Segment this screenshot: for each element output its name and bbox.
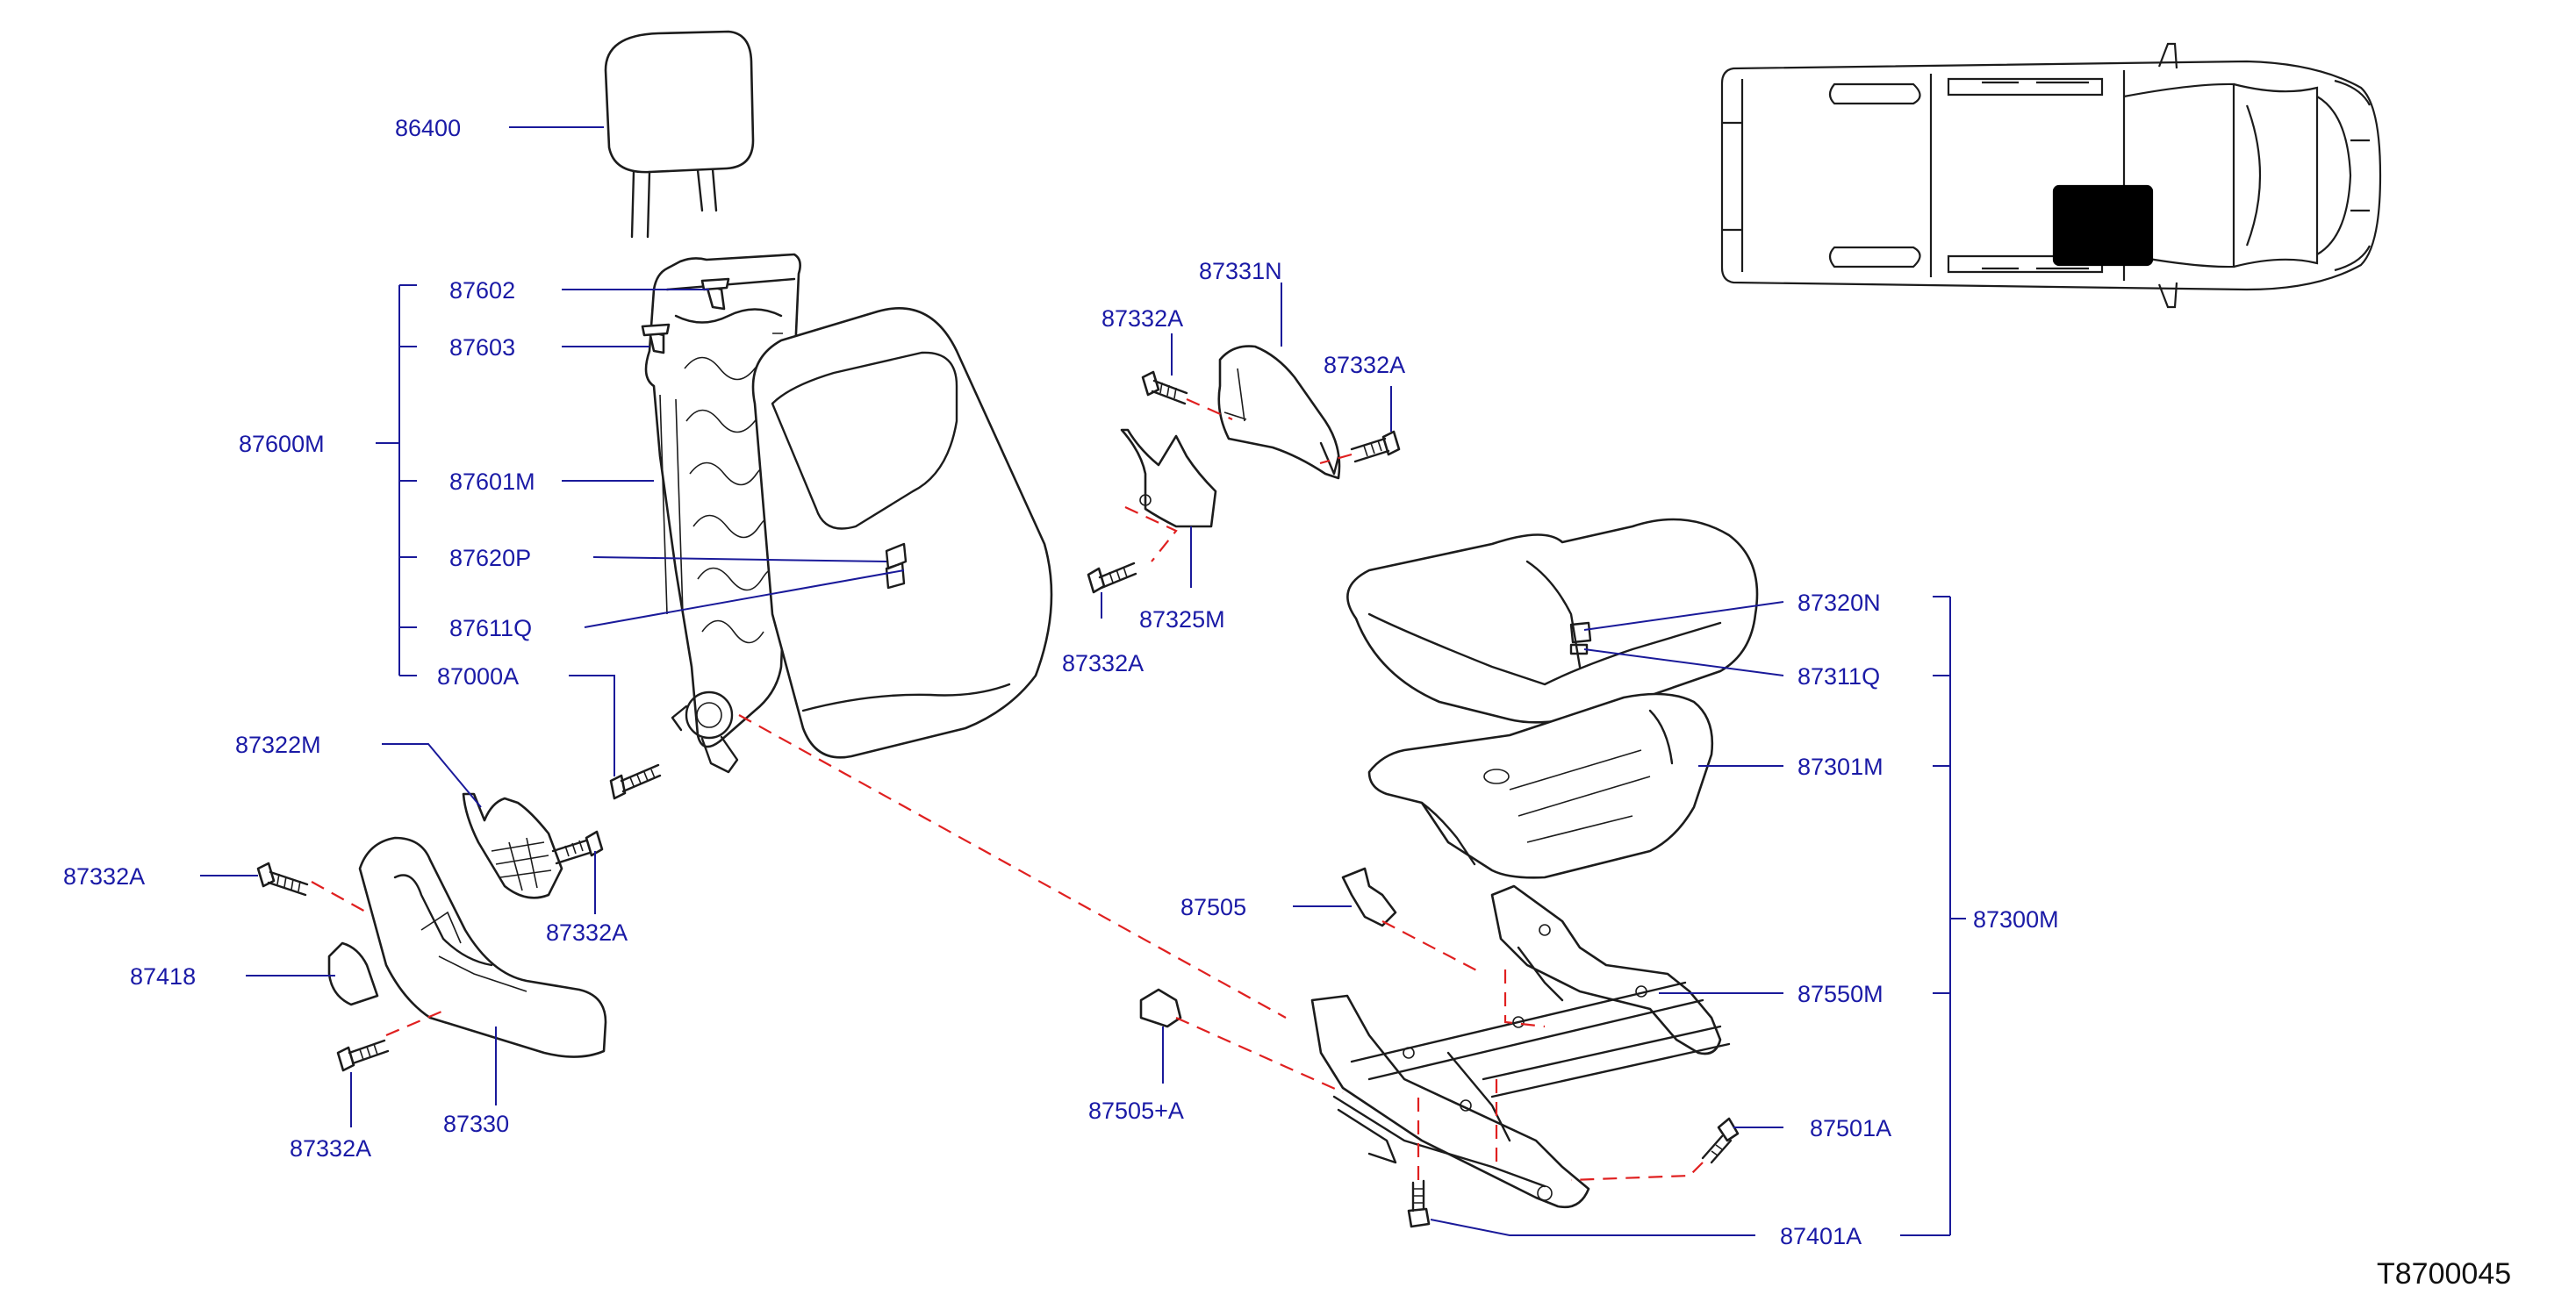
label-87332A-left: 87332A — [63, 863, 145, 890]
label-87311Q: 87311Q — [1797, 663, 1880, 690]
bolt-87332A-center-c — [1087, 562, 1137, 594]
vehicle-locator — [1720, 42, 2382, 309]
label-87602: 87602 — [449, 277, 515, 304]
cover-87322M — [462, 792, 563, 899]
label-87000A: 87000A — [437, 663, 519, 690]
cushion-pad-87301M — [1367, 692, 1714, 879]
label-87301M: 87301M — [1797, 754, 1884, 780]
clip-87603 — [641, 323, 671, 354]
cover-87331N — [1217, 345, 1341, 480]
label-87603: 87603 — [449, 334, 515, 361]
bolt-87501A — [1701, 1117, 1740, 1164]
side-cover-87330 — [358, 836, 607, 1058]
label-87300M: 87300M — [1973, 906, 2059, 933]
trim-87418 — [327, 941, 379, 1006]
label-87418: 87418 — [130, 963, 196, 990]
cover-87325M — [1120, 428, 1217, 528]
bolt-87332A-center-a — [1141, 370, 1188, 405]
seat-back-cushion — [751, 307, 1053, 759]
clip-87602 — [700, 277, 730, 311]
label-87330: 87330 — [443, 1111, 509, 1137]
label-87550M: 87550M — [1797, 981, 1884, 1007]
label-87601M: 87601M — [449, 469, 535, 495]
label-87501A: 87501A — [1810, 1115, 1891, 1141]
label-87332A-center-c: 87332A — [1062, 650, 1144, 676]
part-labels: 86400 87602 87603 87600M 87601M 87620P 8… — [63, 115, 2511, 1291]
label-87505: 87505 — [1180, 894, 1246, 920]
label-87611Q: 87611Q — [449, 615, 532, 641]
label-87600M: 87600M — [239, 431, 325, 457]
label-87401A: 87401A — [1780, 1223, 1862, 1249]
label-87331N: 87331N — [1199, 258, 1282, 284]
label-87332A-center-a: 87332A — [1101, 305, 1183, 332]
assembly-links — [311, 397, 1704, 1182]
diagram-code: T8700045 — [2377, 1257, 2511, 1291]
label-87505A: 87505+A — [1088, 1098, 1184, 1124]
bolt-87332A-bottom — [336, 1039, 390, 1072]
bracket-87505A — [1139, 988, 1182, 1028]
seat-rail-87550M — [1310, 884, 1731, 1209]
label-87332A-bottom: 87332A — [290, 1135, 371, 1162]
bolt-87332A-left — [256, 862, 309, 897]
label-87620P: 87620P — [449, 545, 531, 571]
label-87325M: 87325M — [1139, 606, 1225, 633]
leader-lines — [200, 126, 1966, 1236]
bolt-87332A-mid — [551, 830, 604, 865]
seat-location-highlight — [2052, 184, 2154, 267]
bolt-87000A — [609, 763, 662, 800]
label-87332A-mid: 87332A — [546, 919, 628, 946]
bolt-87401A — [1407, 1179, 1431, 1228]
bolt-87332A-center-b — [1350, 430, 1401, 463]
seat-cushion-87320N — [1346, 518, 1759, 724]
label-86400: 86400 — [395, 115, 461, 141]
bracket-87505 — [1341, 867, 1397, 927]
label-87320N: 87320N — [1797, 590, 1881, 616]
headrest-part — [604, 30, 755, 239]
label-87322M: 87322M — [235, 732, 321, 758]
label-87332A-center-b: 87332A — [1324, 352, 1405, 378]
